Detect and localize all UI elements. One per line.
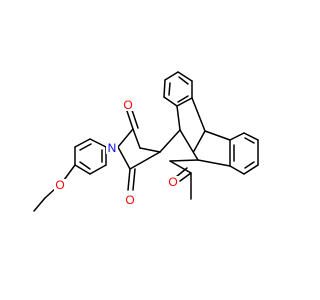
structure-canvas: O N O O O — [33, 71, 259, 212]
atom-label-oxygen-lower-carbonyl: O — [124, 193, 136, 207]
acetyl-group — [169, 160, 192, 200]
lower-benzene-ring — [229, 132, 259, 175]
aryl-ring — [74, 138, 107, 175]
upper-benzene-ring — [163, 71, 193, 107]
atom-label-oxygen-acetyl: O — [167, 175, 179, 189]
molecule-diagram: O N O O O — [33, 71, 259, 212]
atom-label-oxygen-upper-carbonyl: O — [122, 98, 134, 112]
imide-ring — [117, 109, 161, 191]
oxygen-ethoxy-label: O — [55, 178, 64, 192]
nitrogen-imide-label: N — [108, 141, 117, 155]
atom-label-nitrogen: N — [106, 141, 118, 155]
atom-label-oxygen-ethoxy: O — [54, 178, 66, 192]
bridge-framework — [159, 97, 231, 167]
oxygen-lower-carbonyl-label: O — [125, 193, 134, 207]
oxygen-upper-carbonyl-label: O — [123, 98, 132, 112]
oxygen-acetyl-label: O — [168, 175, 177, 189]
